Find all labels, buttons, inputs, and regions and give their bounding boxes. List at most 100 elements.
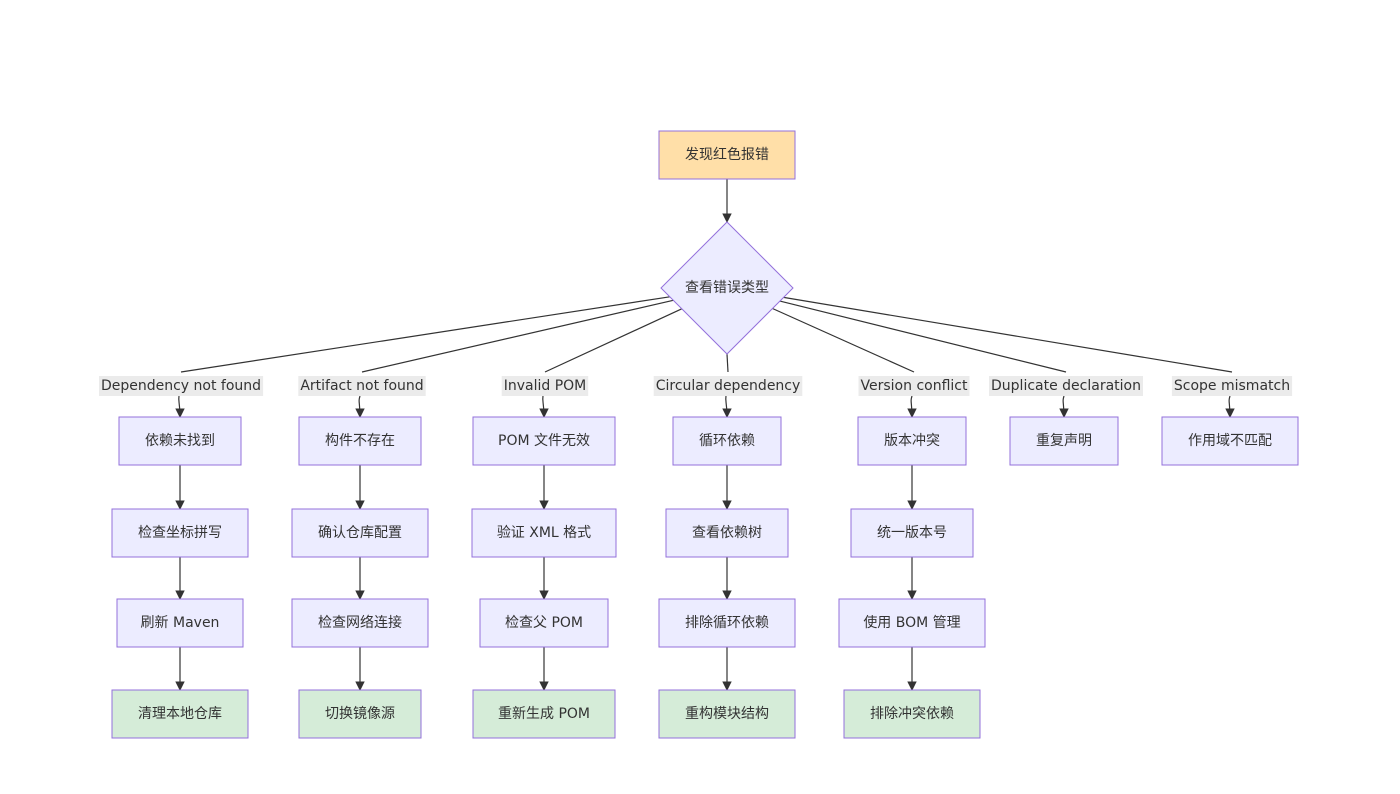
node-c4-3[interactable]: 排除循环依赖: [658, 598, 796, 648]
edge-decision-c7_1: [783, 296, 1233, 373]
node-label: 作用域不匹配: [1188, 433, 1272, 449]
node-c1-1[interactable]: 依赖未找到: [118, 416, 242, 466]
edge-label-background: [501, 376, 589, 396]
node-c4-4[interactable]: 重构模块结构: [658, 689, 796, 739]
node-box: [1009, 416, 1119, 466]
node-label: 排除冲突依赖: [870, 706, 954, 722]
edge-arrow-decision-c3_1: [539, 395, 549, 418]
edge-label-background: [989, 376, 1143, 396]
node-box: [658, 130, 796, 180]
node-c5-3[interactable]: 使用 BOM 管理: [838, 598, 986, 648]
node-label: 检查网络连接: [318, 614, 402, 631]
edge-arrow-decision-c6_1: [1059, 395, 1069, 418]
node-c3-4[interactable]: 重新生成 POM: [472, 689, 616, 739]
node-label: 排除循环依赖: [685, 615, 769, 631]
edge-decision-c6_1: [779, 300, 1067, 373]
node-label: 检查坐标拼写: [138, 525, 222, 541]
node-c2-4[interactable]: 切换镜像源: [298, 689, 422, 739]
edge-decision-c5_1: [772, 307, 915, 373]
edge-arrow-decision-c5_1: [907, 395, 917, 418]
node-label: 使用 BOM 管理: [863, 614, 960, 631]
edge-label-text: Invalid POM: [504, 378, 587, 394]
node-c2-3[interactable]: 检查网络连接: [291, 598, 429, 648]
decision-diamond: [660, 221, 794, 355]
node-box: [471, 508, 617, 558]
node-box: [665, 508, 789, 558]
node-label: 清理本地仓库: [138, 706, 222, 722]
edge-label-background: [858, 376, 970, 396]
node-box: [111, 508, 249, 558]
edge-label-text: Circular dependency: [656, 378, 801, 394]
node-label: 刷新 Maven: [141, 615, 220, 631]
edge-label-text: Scope mismatch: [1174, 378, 1290, 394]
node-box: [472, 689, 616, 739]
node-label: 构件不存在: [325, 433, 395, 449]
edge-label: Invalid POM: [501, 376, 589, 396]
node-c5-2[interactable]: 统一版本号: [850, 508, 974, 558]
edge-label-text: Version conflict: [861, 378, 968, 394]
node-label: 确认仓库配置: [318, 525, 402, 541]
node-box: [838, 598, 986, 648]
edge-label: Version conflict: [858, 376, 970, 396]
edge-arrow-decision-c2_1: [355, 395, 365, 418]
node-c4-2[interactable]: 查看依赖树: [665, 508, 789, 558]
node-c3-2[interactable]: 验证 XML 格式: [471, 508, 617, 558]
edge-label: Scope mismatch: [1171, 376, 1293, 396]
node-c6-1[interactable]: 重复声明: [1009, 416, 1119, 466]
node-box: [479, 598, 609, 648]
edge-label: Circular dependency: [653, 376, 803, 396]
edge-arrow-decision-c7_1: [1225, 395, 1235, 418]
edge-decision-c1_1: [180, 296, 670, 373]
node-c1-3[interactable]: 刷新 Maven: [116, 598, 244, 648]
edge-label: Artifact not found: [298, 376, 426, 396]
node-box: [111, 689, 249, 739]
node-c3-3[interactable]: 检查父 POM: [479, 598, 609, 648]
edge-arrow-decision-c4_1: [722, 395, 732, 418]
node-box: [857, 416, 967, 466]
edges-layer: [175, 179, 1235, 691]
node-box: [1161, 416, 1299, 466]
edge-decision-c4_1: [726, 353, 729, 373]
edge-label-text: Dependency not found: [101, 378, 261, 394]
node-label: 重构模块结构: [685, 706, 769, 722]
node-box: [843, 689, 981, 739]
node-label: 循环依赖: [699, 433, 755, 449]
node-c2-1[interactable]: 构件不存在: [298, 416, 422, 466]
node-box: [850, 508, 974, 558]
node-label: 切换镜像源: [325, 705, 395, 722]
node-label: 查看错误类型: [685, 280, 769, 296]
node-c5-1[interactable]: 版本冲突: [857, 416, 967, 466]
node-c1-4[interactable]: 清理本地仓库: [111, 689, 249, 739]
node-c7-1[interactable]: 作用域不匹配: [1161, 416, 1299, 466]
node-label: 发现红色报错: [685, 146, 769, 163]
node-box: [298, 689, 422, 739]
node-c2-2[interactable]: 确认仓库配置: [291, 508, 429, 558]
edge-decision-c3_1: [544, 308, 683, 373]
node-label: 重新生成 POM: [498, 706, 590, 722]
node-box: [291, 598, 429, 648]
node-box: [672, 416, 782, 466]
edge-labels-layer: Dependency not found Artifact not found In…: [99, 376, 1293, 396]
node-label: 检查父 POM: [505, 615, 583, 631]
node-c4-1[interactable]: 循环依赖: [672, 416, 782, 466]
edge-label: Dependency not found: [99, 376, 264, 396]
node-box: [472, 416, 616, 466]
node-label: 查看依赖树: [692, 525, 762, 541]
edge-label-background: [99, 376, 264, 396]
node-box: [291, 508, 429, 558]
edge-decision-c2_1: [361, 299, 674, 373]
node-label: 重复声明: [1036, 432, 1092, 449]
edge-label: Duplicate declaration: [989, 376, 1143, 396]
node-box: [298, 416, 422, 466]
node-c5-4[interactable]: 排除冲突依赖: [843, 689, 981, 739]
node-label: 统一版本号: [877, 525, 947, 541]
node-decision[interactable]: 查看错误类型: [660, 221, 794, 355]
node-box: [118, 416, 242, 466]
node-start[interactable]: 发现红色报错: [658, 130, 796, 180]
edge-label-text: Duplicate declaration: [991, 378, 1141, 394]
node-box: [658, 598, 796, 648]
node-c3-1[interactable]: POM 文件无效: [472, 416, 616, 466]
node-c1-2[interactable]: 检查坐标拼写: [111, 508, 249, 558]
